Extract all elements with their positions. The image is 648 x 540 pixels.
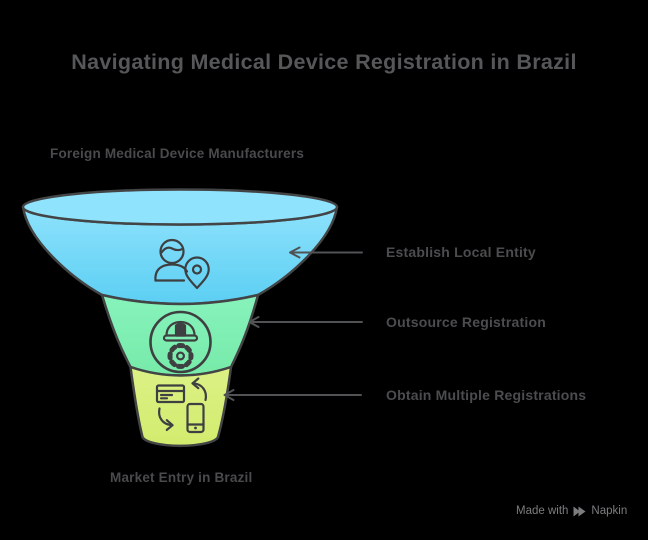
funnel-stage-obtain-multiple-registrations	[129, 365, 233, 448]
page-title: Navigating Medical Device Registration i…	[71, 50, 577, 74]
watermark-made-with-text: Made with	[516, 505, 569, 517]
stage-label-establish-local-entity: Establish Local Entity	[386, 244, 536, 260]
funnel-top-rim	[21, 188, 339, 226]
stage-label-outsource-registration: Outsource Registration	[386, 314, 546, 330]
callout-arrow-establish-local-entity	[289, 246, 363, 259]
person-location-icon	[154, 238, 210, 290]
callout-arrow-outsource-registration	[248, 316, 363, 328]
funnel-bottom-label: Market Entry in Brazil	[110, 470, 253, 485]
devices-sync-icon	[155, 377, 208, 434]
watermark: Made with Napkin	[516, 505, 627, 517]
callout-arrow-obtain-multiple-registrations	[223, 389, 362, 401]
engineer-gear-icon	[149, 310, 212, 374]
napkin-logo-icon	[573, 506, 586, 516]
stage-label-obtain-multiple-registrations: Obtain Multiple Registrations	[386, 387, 587, 403]
watermark-brand-text: Napkin	[591, 505, 628, 517]
funnel-top-label: Foreign Medical Device Manufacturers	[50, 146, 305, 161]
